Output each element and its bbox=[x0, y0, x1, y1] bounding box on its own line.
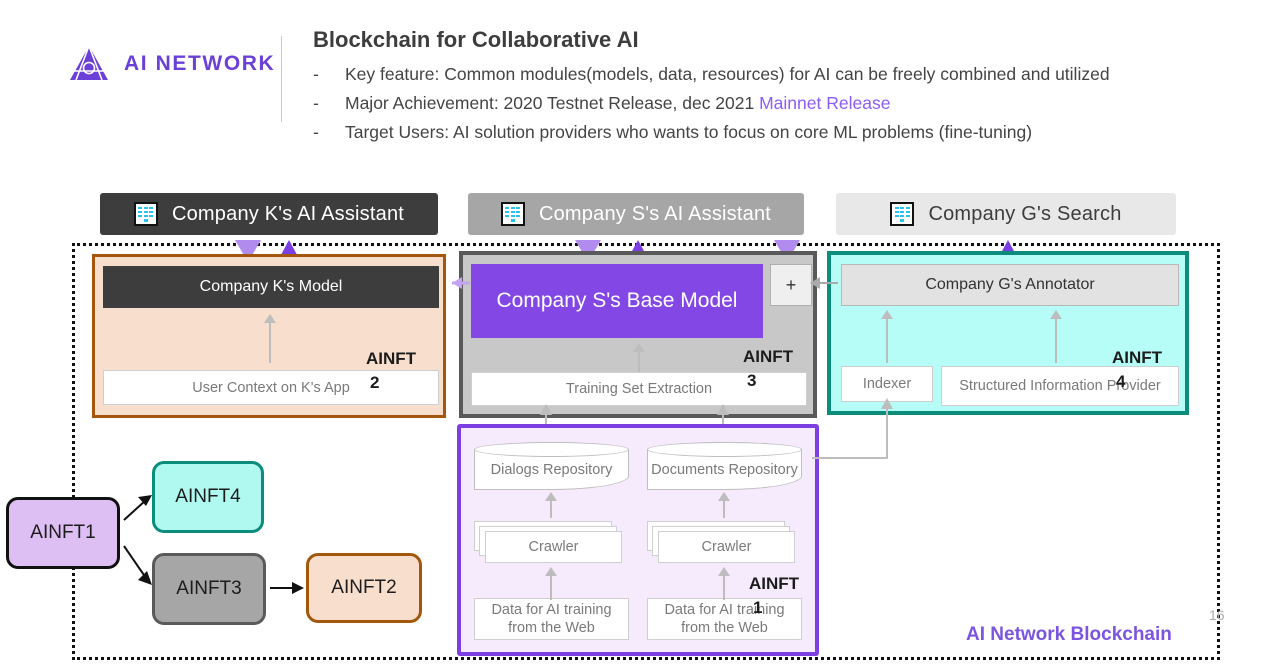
ainft3-label: AINFT3 bbox=[176, 578, 242, 599]
company-tab-g-label: Company G's Search bbox=[928, 202, 1122, 225]
ainft-number-k: 2 bbox=[370, 373, 380, 392]
cylinder-top bbox=[474, 442, 629, 457]
bullet-dash: - bbox=[313, 93, 319, 113]
company-g-annotator-box[interactable]: Company G's Annotator bbox=[841, 264, 1179, 306]
flow-arrow-head bbox=[718, 567, 730, 576]
company-g-annotator-label: Company G's Annotator bbox=[925, 276, 1095, 293]
bullet-text: Key feature: Common modules(models, data… bbox=[345, 64, 1110, 84]
company-tab-s[interactable]: Company S's AI Assistant bbox=[468, 193, 804, 235]
mainnet-release-link[interactable]: Mainnet Release bbox=[759, 93, 891, 113]
ainft3-node[interactable]: AINFT3 bbox=[152, 553, 266, 625]
ainft-tag-k: AINFT bbox=[366, 349, 417, 368]
company-tab-k-label: Company K's AI Assistant bbox=[171, 202, 405, 225]
flow-arrow-head bbox=[633, 343, 645, 352]
header-divider bbox=[281, 36, 282, 122]
structured-info-provider-box[interactable]: Structured Information Provider bbox=[941, 366, 1179, 406]
indexer-label: Indexer bbox=[862, 376, 912, 392]
crawler-label-2: Crawler bbox=[658, 531, 795, 563]
documents-repository-label: Documents Repository bbox=[651, 461, 798, 478]
structured-info-provider-label: Structured Information Provider bbox=[959, 378, 1161, 394]
web-data-label-1: Data for AI training from the Web bbox=[491, 602, 612, 636]
ainft1-node[interactable]: AINFT1 bbox=[6, 497, 120, 569]
panel-company-s: Company S's Base Model + Training Set Ex… bbox=[459, 251, 817, 418]
web-data-box-1[interactable]: Data for AI training from the Web bbox=[474, 598, 629, 640]
company-tab-g[interactable]: Company G's Search bbox=[836, 193, 1176, 235]
flow-arrow-head bbox=[545, 567, 557, 576]
ainft1-label: AINFT1 bbox=[30, 522, 96, 543]
flow-arrow-shaft bbox=[638, 350, 640, 372]
building-icon bbox=[500, 202, 525, 226]
bullet-item: - Major Achievement: 2020 Testnet Releas… bbox=[313, 89, 1243, 118]
blockchain-footer-label: AI Network Blockchain bbox=[966, 624, 1172, 645]
flow-arrow-shaft bbox=[723, 574, 725, 600]
web-data-box-2[interactable]: Data for AI training from the Web bbox=[647, 598, 802, 640]
company-s-base-model-label: Company S's Base Model bbox=[496, 289, 738, 312]
bullet-item: - Target Users: AI solution providers wh… bbox=[313, 118, 1243, 147]
cylinder-top bbox=[647, 442, 802, 457]
flow-arrow-head bbox=[1050, 310, 1062, 319]
crawler-stack-2[interactable]: Crawler bbox=[647, 521, 795, 563]
building-icon bbox=[133, 202, 158, 226]
panel-company-k: Company K's Model User Context on K's Ap… bbox=[92, 254, 446, 418]
user-context-box[interactable]: User Context on K's App bbox=[103, 370, 439, 405]
flow-arrow-head bbox=[718, 492, 730, 501]
header-bullet-list: - Key feature: Common modules(models, da… bbox=[313, 60, 1243, 147]
company-tab-k[interactable]: Company K's AI Assistant bbox=[100, 193, 438, 235]
bullet-text: Target Users: AI solution providers who … bbox=[345, 122, 1033, 142]
brand-logo: AI NETWORK bbox=[68, 44, 275, 84]
brand-logo-text: AI NETWORK bbox=[124, 52, 276, 75]
panel-company-g: Company G's Annotator Indexer Structured… bbox=[827, 251, 1189, 415]
bullet-dash: - bbox=[313, 122, 319, 142]
company-s-base-model-box[interactable]: Company S's Base Model bbox=[471, 264, 763, 338]
company-k-model-label: Company K's Model bbox=[199, 278, 343, 295]
training-set-extraction-box[interactable]: Training Set Extraction bbox=[471, 372, 807, 406]
ainft-number-g: 4 bbox=[1116, 372, 1126, 391]
ainft-tag-g: AINFT bbox=[1112, 348, 1163, 367]
company-tab-s-label: Company S's AI Assistant bbox=[538, 202, 772, 225]
add-module-button[interactable]: + bbox=[770, 264, 812, 306]
building-icon bbox=[890, 202, 915, 226]
ainft-tag-s: AINFT bbox=[743, 347, 794, 366]
bullet-text: Major Achievement: 2020 Testnet Release,… bbox=[345, 93, 891, 113]
flow-arrow-shaft bbox=[723, 500, 725, 518]
ainft-tag-data: AINFT bbox=[749, 574, 800, 593]
flow-arrow-shaft bbox=[269, 321, 271, 363]
indexer-box[interactable]: Indexer bbox=[841, 366, 933, 402]
slide-header: AI NETWORK Blockchain for Collaborative … bbox=[0, 0, 1270, 165]
user-context-label: User Context on K's App bbox=[192, 379, 350, 396]
ainft-number-data: 1 bbox=[753, 598, 763, 617]
flow-arrow-head bbox=[264, 314, 276, 323]
ainft4-node[interactable]: AINFT4 bbox=[152, 461, 264, 533]
ainft2-label: AINFT2 bbox=[331, 577, 397, 598]
company-k-model-box[interactable]: Company K's Model bbox=[103, 266, 439, 308]
plus-icon: + bbox=[785, 274, 797, 295]
ainft-number-s: 3 bbox=[747, 371, 757, 390]
flow-arrow-shaft bbox=[550, 574, 552, 600]
dialogs-repository-label: Dialogs Repository bbox=[490, 461, 613, 478]
crawler-stack-1[interactable]: Crawler bbox=[474, 521, 622, 563]
ainft4-label: AINFT4 bbox=[175, 486, 241, 507]
bullet-dash: - bbox=[313, 64, 319, 84]
page-number: 16 bbox=[1209, 607, 1225, 623]
flow-arrow-head bbox=[881, 310, 893, 319]
panel-data-repositories: Dialogs Repository Documents Repository … bbox=[457, 424, 819, 656]
ai-network-triangle-logo bbox=[70, 45, 108, 81]
flow-arrow-shaft bbox=[550, 500, 552, 518]
training-set-extraction-label: Training Set Extraction bbox=[565, 381, 713, 397]
ainft2-node[interactable]: AINFT2 bbox=[306, 553, 422, 623]
dialogs-repository[interactable]: Dialogs Repository bbox=[474, 442, 629, 490]
crawler-label-1: Crawler bbox=[485, 531, 622, 563]
flow-arrow-head bbox=[545, 492, 557, 501]
documents-repository[interactable]: Documents Repository bbox=[647, 442, 802, 490]
web-data-label-2: Data for AI training from the Web bbox=[664, 602, 785, 636]
flow-arrow-shaft bbox=[886, 317, 888, 363]
bullet-item: - Key feature: Common modules(models, da… bbox=[313, 60, 1243, 89]
flow-arrow-shaft bbox=[1055, 317, 1057, 363]
page-title: Blockchain for Collaborative AI bbox=[313, 27, 639, 52]
